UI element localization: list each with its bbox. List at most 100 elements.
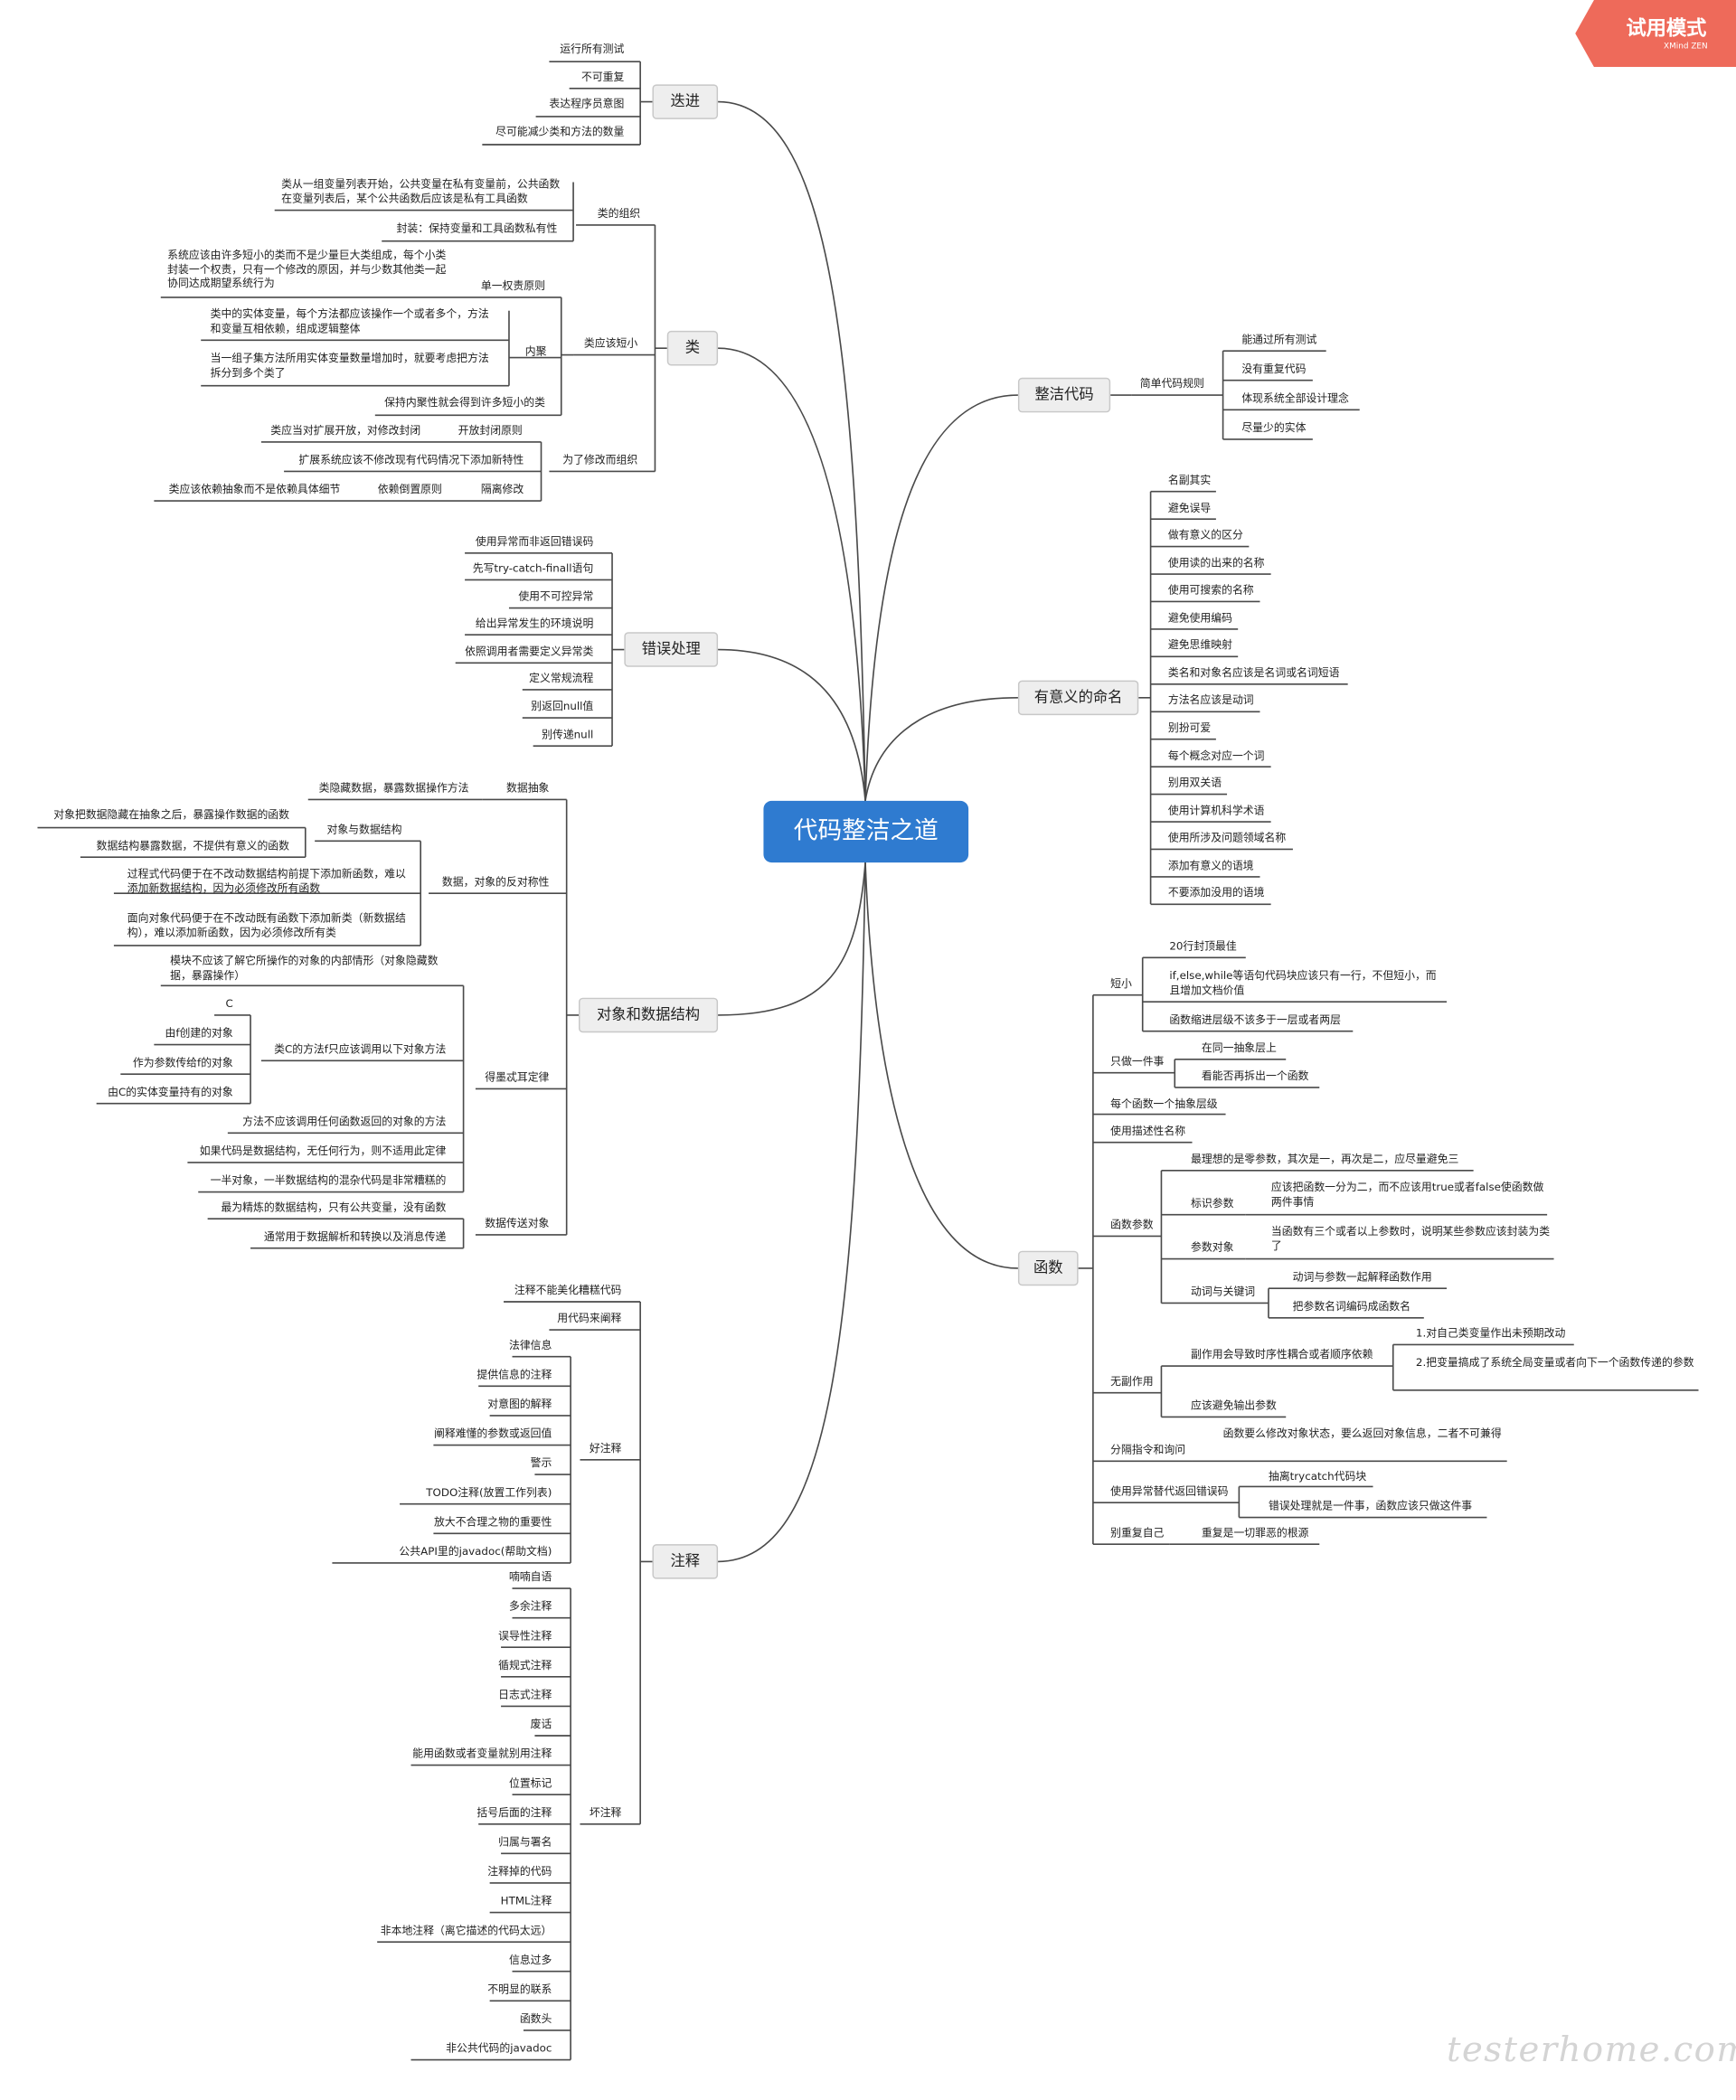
dx-leiC-item[interactable]: 作为参数传给f的对象 [132,1056,233,1069]
xunjin-item[interactable]: 运行所有测试 [560,42,625,55]
bad-comment-item[interactable]: 废话 [530,1718,552,1731]
cuowu-item[interactable]: 依照调用者需要定义异常类 [465,645,594,658]
naming-item[interactable]: 别用双关语 [1167,777,1222,789]
good-comment-item[interactable]: 放大不合理之物的重要性 [433,1516,552,1529]
lei-yilai-text[interactable]: 类应该依赖抽象而不是依赖具体细节 [168,483,341,496]
naming-item[interactable]: 做有意义的区分 [1167,529,1243,541]
good-comment-item[interactable]: TODO注释(放置工作列表) [426,1486,552,1499]
bad-comment-item[interactable]: 函数头 [519,2012,552,2025]
zhengjie-item[interactable]: 能通过所有测试 [1241,333,1317,346]
hs-duanxiao-item[interactable]: 函数缩进层级不该多于一层或者两层 [1169,1013,1341,1026]
lei-yilai[interactable]: 依赖倒置原则 [377,483,442,496]
hs-yijian[interactable]: 只做一件事 [1110,1055,1165,1068]
zhengjie-item[interactable]: 尽量少的实体 [1241,421,1307,434]
bad-comment-item[interactable]: 不明显的联系 [487,1983,552,1996]
dx-demeter-item[interactable]: 方法不应该调用任何函数返回的对象的方法 [242,1116,447,1128]
hs-biaoshi[interactable]: 标识参数 [1191,1197,1234,1210]
hs-yichang-item[interactable]: 错误处理就是一件事，函数应该只做这件事 [1268,1500,1473,1512]
cuowu-item[interactable]: 使用异常而非返回错误码 [475,535,594,548]
cuowu-item[interactable]: 别传递null [542,728,594,741]
cuowu-item[interactable]: 先写try-catch-finall语句 [472,562,594,575]
zhengjie-item[interactable]: 没有重复代码 [1241,363,1307,375]
cuowu-item[interactable]: 别返回null值 [531,700,594,713]
hs-fenge-text[interactable]: 函数要么修改对象状态，要么返回对象信息，二者不可兼得 [1222,1427,1502,1440]
naming-item[interactable]: 使用计算机科学术语 [1167,804,1265,817]
naming-item[interactable]: 避免误导 [1167,501,1212,514]
bad-comment-item[interactable]: 多余注释 [508,1600,552,1613]
hs-wufu[interactable]: 无副作用 [1110,1375,1154,1388]
bad-comment-item[interactable]: 归属与署名 [498,1836,552,1849]
zhengjie-item[interactable]: 体现系统全部设计理念 [1241,392,1349,405]
dx-leiC[interactable]: 类C的方法f只应该调用以下对象方法 [274,1043,447,1056]
hs-yichang-item[interactable]: 抽离trycatch代码块 [1268,1470,1367,1483]
hs-chongfu[interactable]: 别重复自己 [1110,1526,1165,1540]
zhushi-top[interactable]: 用代码来阐释 [557,1312,622,1325]
dx-chuansong-item[interactable]: 最为精炼的数据结构，只有公共变量，没有函数 [221,1201,447,1214]
dx-dxsj-item[interactable]: 数据结构暴露数据，不提供有意义的函数 [96,839,289,852]
trial-mode-badge[interactable] [1575,0,1736,68]
naming-item[interactable]: 使用读的出来的名称 [1167,556,1265,570]
lei-duanxiao[interactable]: 类应该短小 [583,337,638,350]
zhushi-hao[interactable]: 好注释 [589,1442,622,1455]
hs-biaoshi-text[interactable]: 应该把函数一分为二，而不应该用true或者false使函数做两件事情 [1270,1181,1544,1208]
topic-duixiang[interactable]: 对象和数据结构 [578,997,719,1033]
hs-canshu[interactable]: 函数参数 [1110,1219,1154,1231]
dx-demeter[interactable]: 得墨忒耳定律 [485,1071,550,1084]
lei-zuzhi-item[interactable]: 封装：保持变量和工具函数私有性 [396,221,558,235]
naming-item[interactable]: 名副其实 [1167,474,1212,486]
good-comment-item[interactable]: 警示 [530,1456,552,1470]
hs-shuchu[interactable]: 应该避免输出参数 [1191,1399,1277,1412]
dx-chuansong[interactable]: 数据传送对象 [485,1217,550,1229]
bad-comment-item[interactable]: 括号后面的注释 [476,1806,552,1819]
zhengjie-rule[interactable]: 简单代码规则 [1139,377,1204,391]
hs-fuzuoyong-item[interactable]: 2.把变量搞成了系统全局变量或者向下一个函数传递的参数 [1415,1356,1694,1370]
dx-demeter-item[interactable]: 如果代码是数据结构，无任何行为，则不适用此定律 [199,1144,447,1157]
good-comment-item[interactable]: 阐释难懂的参数或返回值 [433,1427,552,1440]
naming-item[interactable]: 避免思维映射 [1167,639,1232,652]
naming-item[interactable]: 每个概念对应一个词 [1167,749,1265,762]
good-comment-item[interactable]: 公共API里的javadoc(帮助文档) [399,1545,552,1558]
trial-mode-title[interactable]: 试用模式 [1626,15,1707,41]
lei-zuzhi[interactable]: 类的组织 [597,207,641,220]
lei-neiju-item[interactable]: 当一组子集方法所用实体变量数量增加时，就要考虑把方法拆分到多个类了 [210,352,489,379]
root-topic[interactable]: 代码整洁之道 [763,800,969,863]
hs-chongfu-text[interactable]: 重复是一切罪恶的根源 [1201,1526,1309,1540]
naming-item[interactable]: 添加有意义的语境 [1167,859,1254,871]
hs-fuzuoyong-item[interactable]: 1.对自己类变量作出未预期改动 [1415,1327,1566,1340]
bad-comment-item[interactable]: 误导性注释 [498,1629,552,1643]
naming-item[interactable]: 避免使用编码 [1167,611,1232,624]
naming-item[interactable]: 别扮可爱 [1167,721,1212,734]
dx-dxsj-item[interactable]: 对象把数据隐藏在抽象之后，暴露操作数据的函数 [53,808,289,822]
hs-duanxiao[interactable]: 短小 [1110,977,1132,990]
dx-mokuai[interactable]: 模块不应该了解它所操作的对象的内部情形（对象隐藏数据，暴露操作） [170,955,439,982]
dx-demeter-item[interactable]: 一半对象，一半数据结构的混杂代码是非常糟糕的 [210,1174,447,1187]
dx-leiC-item[interactable]: 由C的实体变量持有的对象 [108,1086,233,1098]
good-comment-item[interactable]: 法律信息 [508,1339,552,1351]
naming-item[interactable]: 类名和对象名应该是名词或名词短语 [1167,666,1340,679]
naming-item[interactable]: 方法名应该是动词 [1167,693,1254,707]
topic-cuowu[interactable]: 错误处理 [624,632,719,667]
naming-item[interactable]: 不要添加没用的语境 [1167,887,1265,899]
bad-comment-item[interactable]: 信息过多 [508,1954,552,1966]
lei-dyzz-text[interactable]: 系统应该由许多短小的类而不是少量巨大类组成，每个小类封装一个权责，只有一个修改的… [167,249,447,289]
dx-leiC-item[interactable]: C [225,997,233,1011]
hs-dongci-item[interactable]: 把参数名词编码成函数名 [1292,1300,1410,1313]
lei-neiju-item[interactable]: 类中的实体变量，每个方法都应该操作一个或者多个，方法和变量互相依赖，组成逻辑整体 [210,307,489,334]
topic-zhengjie[interactable]: 整洁代码 [1017,377,1111,413]
xunjin-item[interactable]: 不可重复 [580,71,625,83]
good-comment-item[interactable]: 提供信息的注释 [476,1369,552,1381]
hs-dongci-item[interactable]: 动词与参数一起解释函数作用 [1292,1270,1432,1284]
hs-miaoshu[interactable]: 使用描述性名称 [1110,1125,1186,1137]
dx-dxsj[interactable]: 对象与数据结构 [326,824,402,836]
naming-item[interactable]: 使用所涉及问题领域名称 [1167,832,1287,844]
cuowu-item[interactable]: 使用不可控异常 [518,590,594,603]
bad-comment-item[interactable]: 能用函数或者变量就别用注释 [412,1747,552,1760]
bad-comment-item[interactable]: 注释掉的代码 [487,1865,552,1879]
bad-comment-item[interactable]: 非本地注释（离它描述的代码太远） [380,1924,552,1937]
lei-xiugai[interactable]: 为了修改而组织 [562,454,638,466]
dx-mianxiang[interactable]: 面向对象代码便于在不改动既有函数下添加新类（新数据结构），难以添加新函数，因为必… [127,911,406,938]
bad-comment-item[interactable]: 非公共代码的javadoc [446,2042,552,2055]
topic-zhushi[interactable]: 注释 [652,1544,719,1579]
dx-fanduichen[interactable]: 数据，对象的反对称性 [441,875,550,889]
topic-hanshu[interactable]: 函数 [1017,1250,1079,1286]
